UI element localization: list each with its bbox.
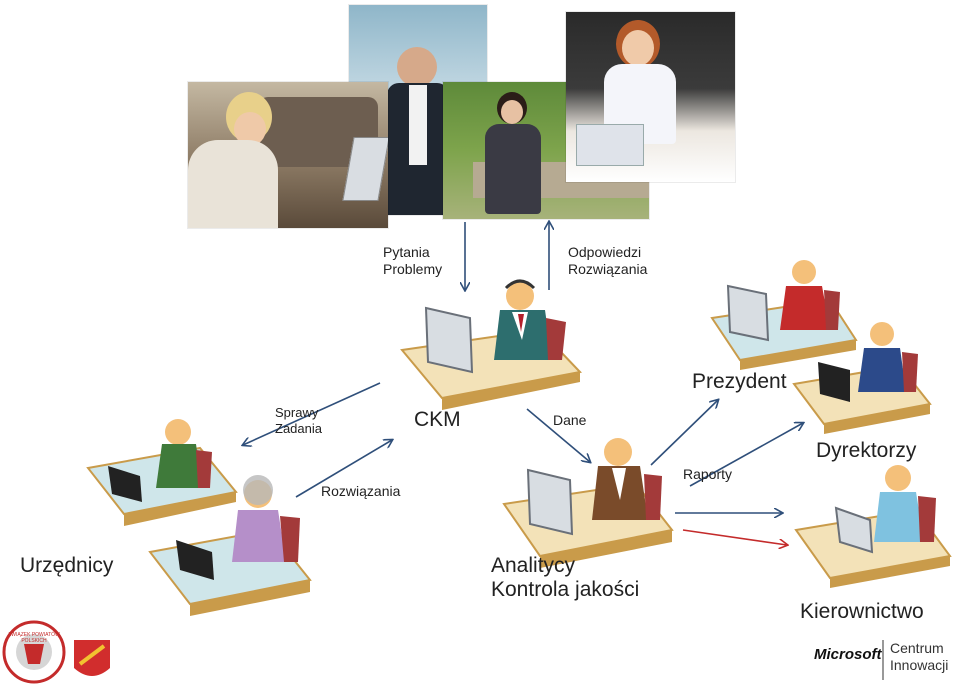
ckm-operator-workstation <box>400 279 582 410</box>
analysts-title: Analitycy <box>491 554 576 577</box>
clerks-label: Urzędnicy <box>20 554 114 577</box>
citizen-photo-woman-on-bed <box>566 12 735 182</box>
centrum-innowacji-logo-text: Centrum Innowacji <box>890 640 948 674</box>
directors-label: Dyrektorzy <box>816 439 917 462</box>
clerk-solutions-label: Rozwiązania <box>321 483 401 499</box>
analysts-label: Analitycy Kontrola jakości <box>491 554 639 602</box>
coat-of-arms-logo <box>74 640 110 676</box>
seal-logo-text: ZWIĄZEK POWIATÓW POLSKICH <box>8 632 60 644</box>
management-workstation <box>794 465 952 588</box>
clerk-1-workstation <box>86 419 238 526</box>
clerk-2-workstation <box>148 475 312 616</box>
arrow-to-management-red <box>682 529 787 545</box>
analyst-workstation <box>502 438 674 568</box>
seal-logo <box>2 620 66 684</box>
citizen-photo-woman-on-sofa <box>188 82 388 228</box>
data-label: Dane <box>553 412 587 428</box>
problems-label: Problemy <box>383 261 443 277</box>
arrow-to-directors <box>689 423 803 487</box>
questions-problems-label: Pytania Problemy <box>383 244 442 278</box>
answers-label: Odpowiedzi <box>568 244 642 260</box>
answers-solutions-label: Odpowiedzi Rozwiązania <box>568 244 647 278</box>
quality-control-title: Kontrola jakości <box>491 578 640 601</box>
citizen-photo-woman-on-bench <box>443 82 649 219</box>
solutions-label: Rozwiązania <box>568 261 648 277</box>
president-label: Prezydent <box>692 370 787 393</box>
director-workstation <box>792 322 932 434</box>
cases-tasks-label: Sprawy Zadania <box>275 405 322 437</box>
cases-label: Sprawy <box>275 405 319 420</box>
arrow-to-president <box>650 400 718 466</box>
president-workstation <box>710 260 858 370</box>
ckm-label: CKM <box>414 408 461 431</box>
questions-label: Pytania <box>383 244 430 260</box>
centrum-text: Centrum <box>890 640 944 656</box>
reports-label: Raporty <box>683 466 733 482</box>
innowacji-text: Innowacji <box>890 657 949 673</box>
tasks-label: Zadania <box>275 421 322 436</box>
microsoft-logo-text: Microsoft <box>814 646 882 663</box>
arrow-cases-to-clerks <box>243 382 381 445</box>
management-label: Kierownictwo <box>800 600 924 623</box>
arrow-data-to-analysts <box>526 408 590 462</box>
arrow-solutions-to-ckm <box>295 440 392 498</box>
